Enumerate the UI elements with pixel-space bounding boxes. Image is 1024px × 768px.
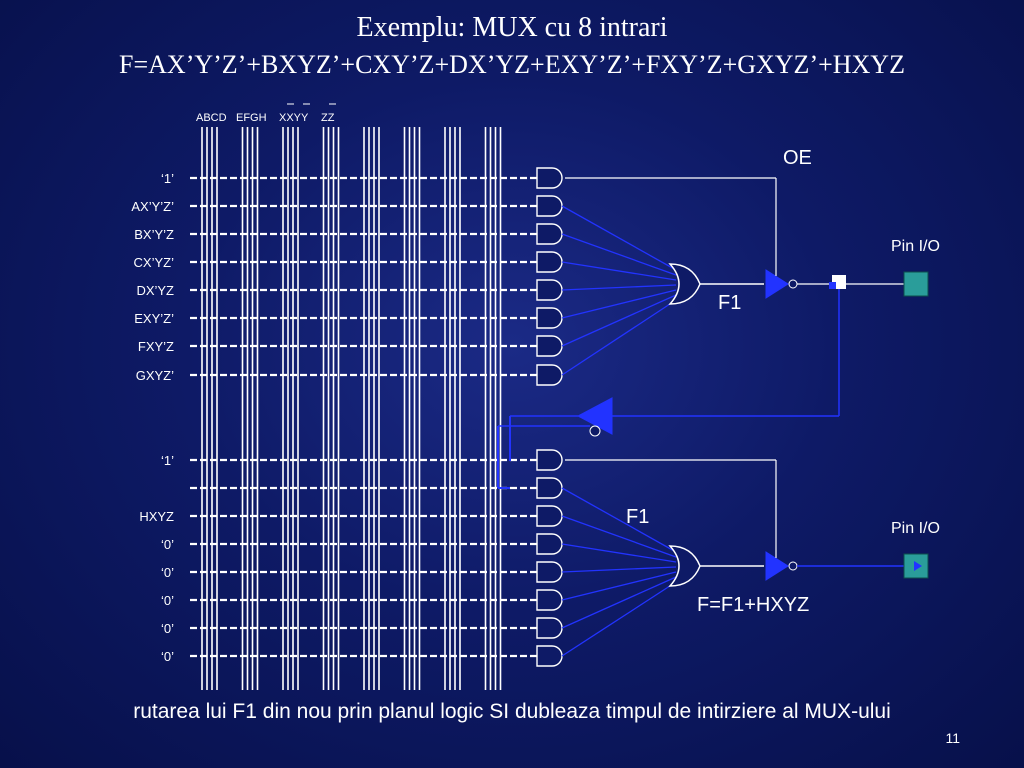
bottom-row-label-0: ‘1’ [161, 453, 174, 468]
pin-node-inner [829, 282, 836, 289]
or-gate-bottom [668, 545, 701, 587]
pin-arrow-bottom [914, 561, 922, 571]
bottom-or-input-6 [561, 576, 677, 629]
top-or-input-4 [561, 284, 677, 291]
bottom-or-input-2 [561, 515, 677, 558]
bottom-row-label-6: ‘0’ [161, 621, 174, 636]
bottom-row-label-2: HXYZ [139, 509, 174, 524]
input-column-lines [201, 127, 502, 690]
page-number: 11 [945, 730, 960, 746]
or-gate-top [668, 263, 701, 305]
bottom-and-gate-7 [536, 645, 563, 667]
top-and-gate-3 [536, 251, 563, 273]
col-header-zz: ZZ [321, 112, 335, 124]
top-or-input-7 [561, 299, 677, 376]
top-and-gate-0 [536, 167, 563, 189]
bottom-and-gate-1 [536, 477, 563, 499]
bottom-and-gate-3 [536, 533, 563, 555]
inverter-bubble-bottom [788, 561, 798, 571]
bottom-or-input-5 [561, 571, 677, 601]
top-or-input-2 [561, 233, 677, 276]
bottom-and-gate-6 [536, 617, 563, 639]
bottom-row-label-5: ‘0’ [161, 593, 174, 608]
top-and-gate-4 [536, 279, 563, 301]
feedback-bubble [589, 425, 601, 437]
pin-io-top[interactable] [903, 271, 929, 297]
and-gates [536, 167, 563, 667]
bottom-row-label-4: ‘0’ [161, 565, 174, 580]
bottom-and-gate-4 [536, 561, 563, 583]
col-header-xxyy: XXYY [279, 112, 309, 124]
top-or-input-1 [561, 205, 677, 271]
inverter-bubble-top [788, 279, 798, 289]
top-row-label-6: FXY’Z [138, 339, 174, 354]
top-row-label-2: BX’Y’Z [134, 227, 174, 242]
bottom-row-label-3: ‘0’ [161, 537, 174, 552]
top-or-input-3 [561, 261, 677, 281]
top-and-gate-6 [536, 335, 563, 357]
top-row-label-4: DX’YZ [136, 283, 174, 298]
product-term-rows [190, 176, 537, 658]
bottom-or-input-4 [561, 566, 677, 573]
top-or-input-5 [561, 289, 677, 319]
top-row-label-0: ‘1’ [161, 171, 174, 186]
bottom-and-gate-0 [536, 449, 563, 471]
footer-note: rutarea lui F1 din nou prin planul logic… [133, 700, 891, 723]
bottom-row-label-7: ‘0’ [161, 649, 174, 664]
top-row-label-1: AX’Y’Z’ [131, 199, 174, 214]
pin-io-bottom-label: Pin I/O [891, 520, 940, 537]
f-output-label: F=F1+HXYZ [697, 594, 809, 616]
f1-feedback-label: F1 [626, 506, 649, 528]
bottom-or-input-7 [561, 581, 677, 657]
pin-io-top-label: Pin I/O [891, 238, 940, 255]
f1-output-label: F1 [718, 292, 741, 314]
col-header-efgh: EFGH [236, 112, 267, 124]
or-input-wires [561, 205, 677, 657]
top-or-input-6 [561, 294, 677, 347]
row-labels: ‘1’ AX’Y’Z’ BX’Y’Z CX’YZ’ DX’YZ EXY’Z’ FXY’Z GX… [131, 171, 174, 664]
top-and-gate-1 [536, 195, 563, 217]
col-header-abcd: ABCD [196, 112, 227, 124]
bottom-and-gate-2 [536, 505, 563, 527]
top-row-label-7: GXYZ’ [136, 368, 174, 383]
oe-label: OE [783, 147, 812, 169]
top-row-label-3: CX’YZ’ [134, 255, 175, 270]
top-row-label-5: EXY’Z’ [134, 311, 174, 326]
top-and-gate-2 [536, 223, 563, 245]
bottom-or-input-3 [561, 543, 677, 563]
feedback-buffer [576, 397, 613, 435]
top-and-gate-7 [536, 364, 563, 386]
slide-title: Exemplu: MUX cu 8 intrari [356, 12, 668, 43]
output-buffer-bottom [765, 551, 789, 581]
bottom-and-gate-5 [536, 589, 563, 611]
top-and-gate-5 [536, 307, 563, 329]
bottom-or-input-1 [561, 487, 677, 553]
slide-equation: F=AX’Y’Z’+BXYZ’+CXY’Z+DX’YZ+EXY’Z’+FXY’Z… [119, 50, 905, 79]
output-buffer-top [765, 269, 789, 299]
